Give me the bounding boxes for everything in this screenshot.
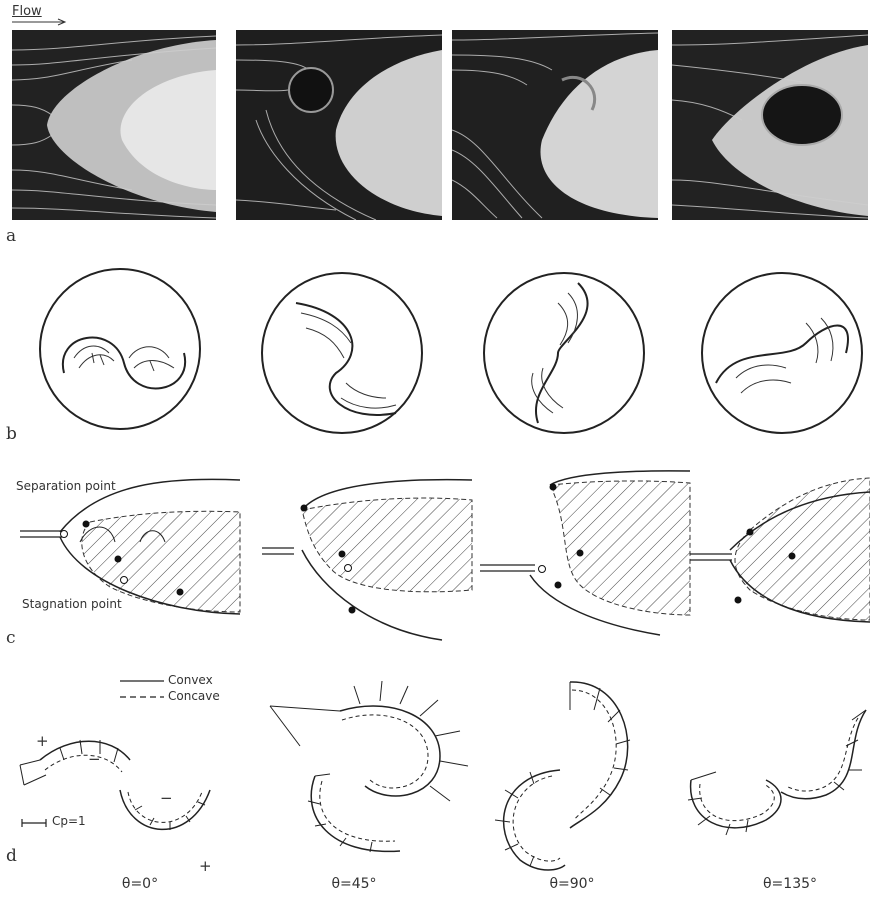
- schematic-theta-45: [262, 470, 472, 640]
- flow-visualization-photo-0: [12, 30, 216, 220]
- schematic-theta-90: [480, 465, 690, 635]
- sketch-circle-theta-0: [34, 273, 206, 425]
- cp-distribution-theta-135: [686, 710, 870, 860]
- cp-distribution-theta-45: [270, 676, 470, 866]
- photo-theta-45: [236, 30, 442, 220]
- row-label-a: a: [6, 226, 16, 246]
- sketch-circle-theta-45: [256, 273, 428, 433]
- sign-plus-2: +: [199, 857, 212, 875]
- flow-visualization-photo-90: [452, 30, 658, 220]
- sign-minus-2: −: [160, 789, 173, 807]
- photo-theta-90: [452, 30, 658, 220]
- theta-label-45: θ=45°: [294, 876, 414, 892]
- photo-theta-0: [12, 30, 216, 220]
- legend-concave-line: [120, 694, 164, 700]
- legend-convex-line: [120, 678, 164, 684]
- flow-arrow-icon: [12, 18, 68, 26]
- cp-distribution-theta-90: [490, 680, 670, 870]
- schematic-theta-135: [690, 470, 870, 640]
- cp-scale-label: Cp=1: [52, 814, 86, 828]
- theta-label-135: θ=135°: [730, 876, 850, 892]
- legend-convex-label: Convex: [168, 673, 213, 687]
- stagnation-point-label: Stagnation point: [22, 597, 122, 611]
- row-label-d: d: [6, 846, 17, 866]
- sketch-circle-theta-90: [478, 273, 650, 433]
- sketch-circle-theta-135: [696, 273, 868, 433]
- photo-theta-135: [672, 30, 868, 220]
- sign-minus-1: −: [88, 750, 101, 768]
- flow-visualization-photo-45: [236, 30, 442, 220]
- separation-point-label: Separation point: [16, 479, 116, 493]
- theta-label-90: θ=90°: [512, 876, 632, 892]
- flow-visualization-photo-135: [672, 30, 868, 220]
- cp-scale-bar: [20, 818, 48, 828]
- flow-label: Flow: [12, 4, 42, 19]
- theta-label-0: θ=0°: [80, 876, 200, 892]
- row-label-b: b: [6, 424, 17, 444]
- legend-concave-label: Concave: [168, 689, 220, 703]
- row-label-c: c: [6, 628, 16, 648]
- sign-plus-1: +: [36, 732, 49, 750]
- flow-label-text: Flow: [12, 4, 42, 19]
